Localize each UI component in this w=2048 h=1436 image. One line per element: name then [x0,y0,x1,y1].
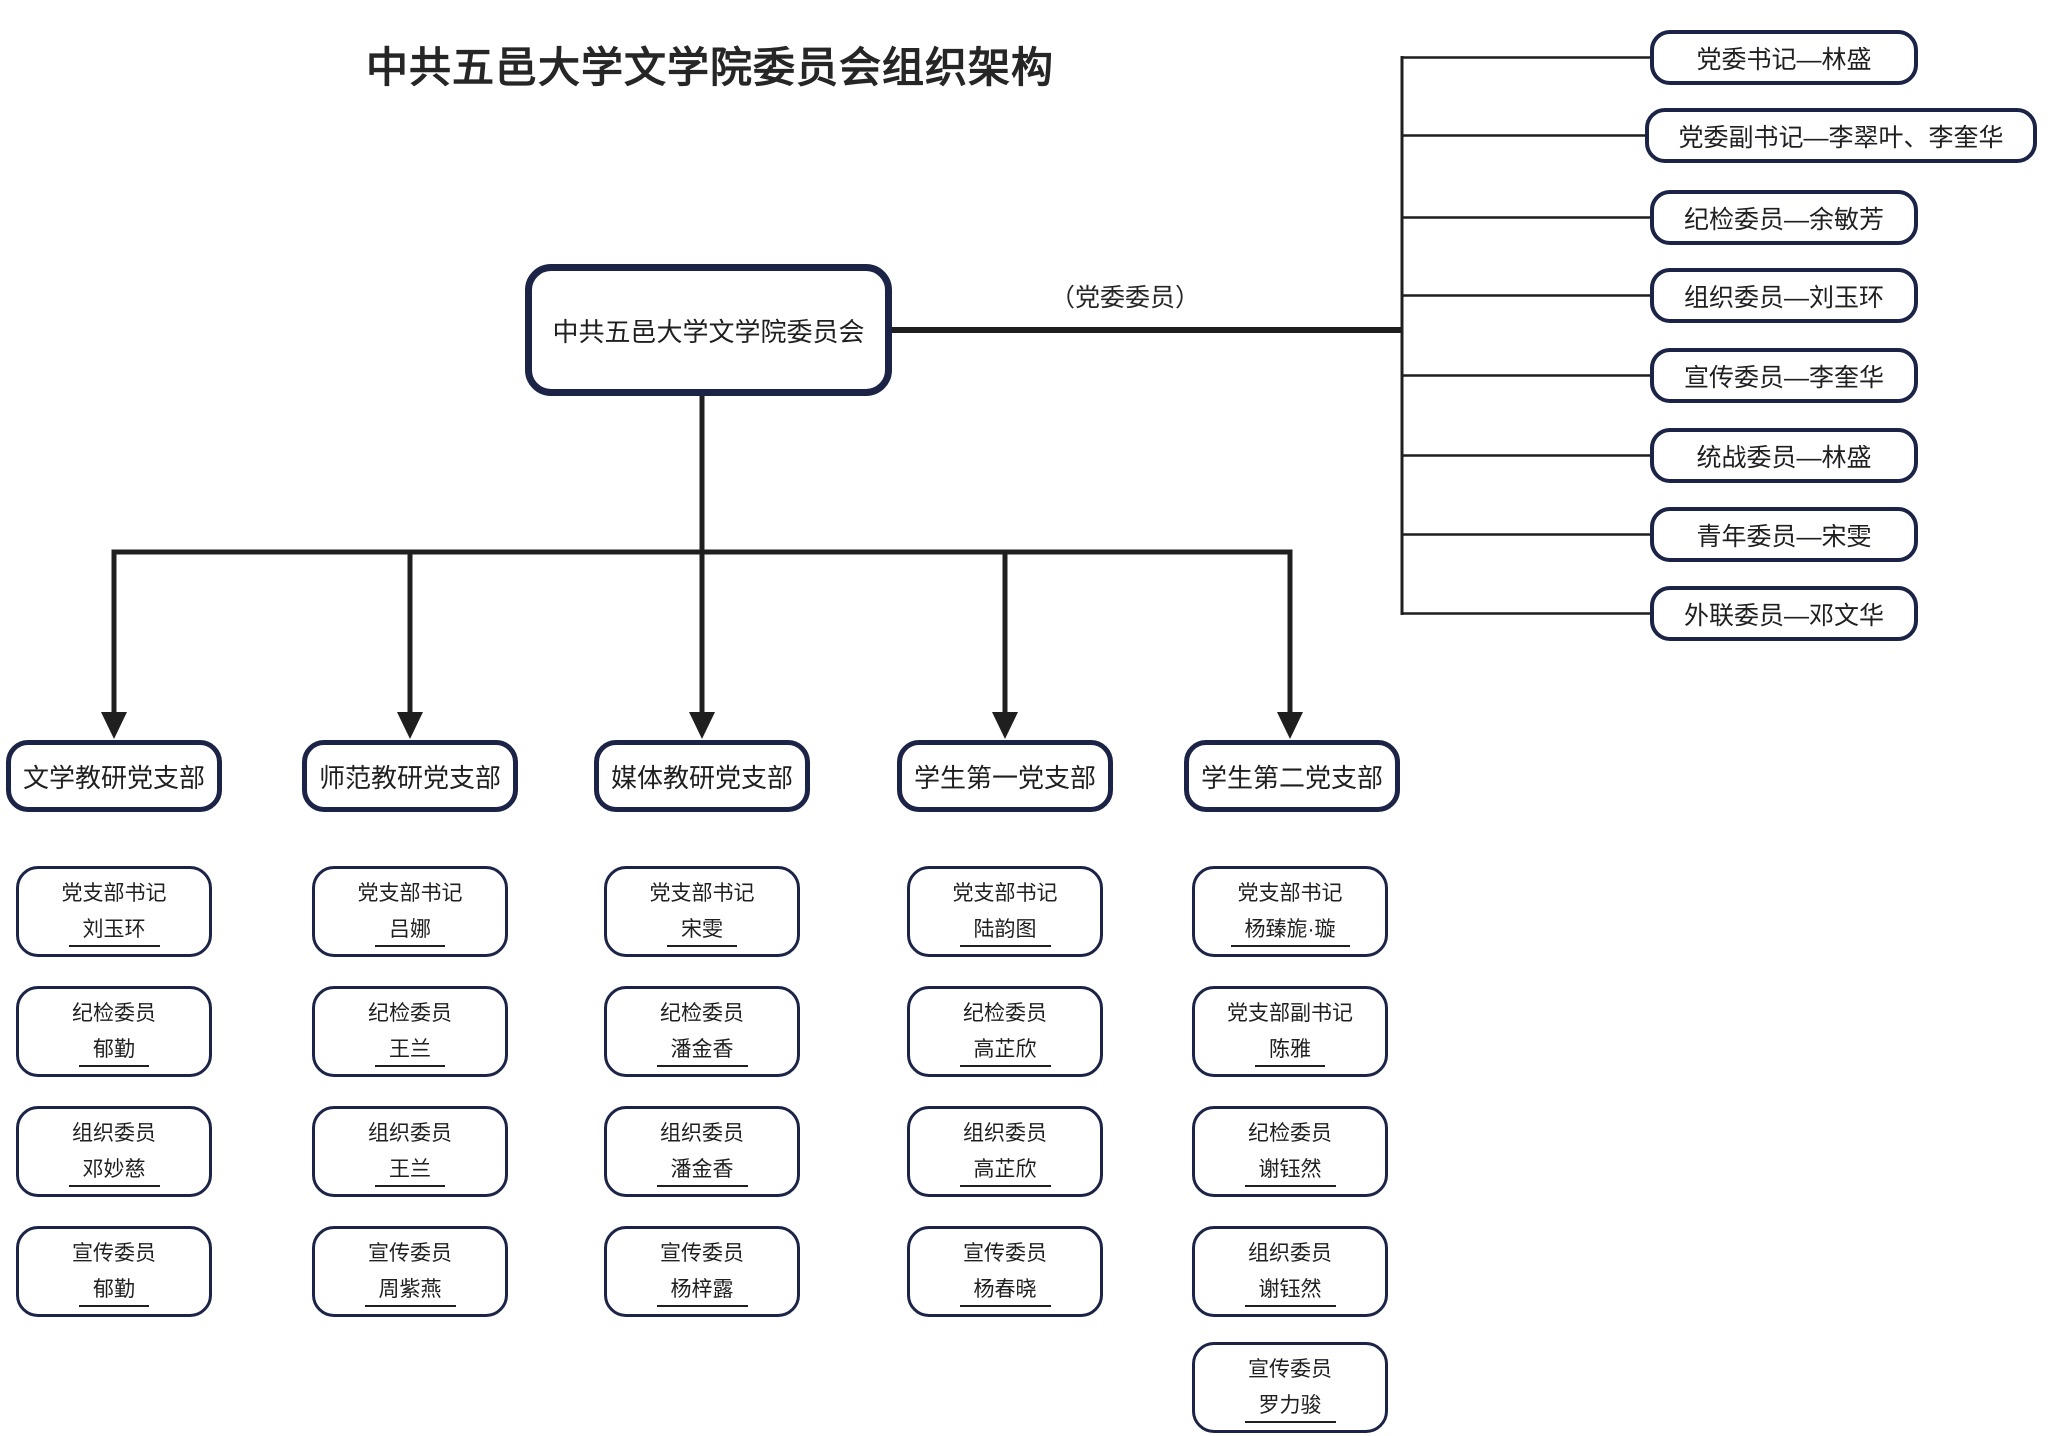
member-role: 宣传委员 [72,1241,156,1265]
member-node: 党支部书记 刘玉环 [16,866,212,957]
member-name: 高芷欣 [959,1033,1051,1067]
member-role: 党支部书记 [61,881,167,905]
member-role: 纪检委员 [660,1001,744,1025]
branch-node-label: 文学教研党支部 [22,762,205,793]
member-name: 郁勤 [79,1033,149,1067]
member-role: 党支部书记 [357,881,463,905]
member-name: 杨臻旎·璇 [1230,913,1350,947]
member-name: 宋雯 [667,913,737,947]
member-name: 高芷欣 [959,1153,1051,1187]
member-role: 宣传委员 [1248,1357,1332,1381]
committee-node-label: 外联委员—邓文华 [1683,601,1884,630]
branch-node: 文学教研党支部 [6,740,222,812]
branch-node: 师范教研党支部 [302,740,518,812]
member-node: 宣传委员 周紫燕 [312,1226,508,1317]
member-name: 郁勤 [79,1273,149,1307]
committee-node: 外联委员—邓文华 [1650,586,1918,641]
branch-node-label: 媒体教研党支部 [610,762,793,793]
member-node: 组织委员 邓妙慈 [16,1106,212,1197]
member-role: 纪检委员 [368,1001,452,1025]
branch-node-label: 学生第二党支部 [1200,762,1383,793]
member-node: 组织委员 潘金香 [604,1106,800,1197]
committee-node: 党委书记—林盛 [1650,30,1918,85]
member-name: 杨梓露 [656,1273,748,1307]
member-name: 吕娜 [375,913,445,947]
member-role: 纪检委员 [963,1001,1047,1025]
member-name: 刘玉环 [68,913,160,947]
member-node: 纪检委员 潘金香 [604,986,800,1077]
member-node: 党支部书记 杨臻旎·璇 [1192,866,1388,957]
committee-node: 组织委员—刘玉环 [1650,268,1918,323]
member-role: 组织委员 [1248,1241,1332,1265]
member-role: 党支部书记 [952,881,1058,905]
member-node: 党支部副书记 陈雅 [1192,986,1388,1077]
member-name: 潘金香 [656,1033,748,1067]
member-name: 谢钰然 [1244,1273,1336,1307]
root-node: 中共五邑大学文学院委员会 [525,264,892,396]
committee-node: 宣传委员—李奎华 [1650,348,1918,403]
committee-node: 统战委员—林盛 [1650,428,1918,483]
member-role: 组织委员 [368,1121,452,1145]
member-role: 宣传委员 [660,1241,744,1265]
member-role: 党支部书记 [649,881,755,905]
member-node: 纪检委员 谢钰然 [1192,1106,1388,1197]
member-role: 党支部书记 [1237,881,1343,905]
member-node: 党支部书记 吕娜 [312,866,508,957]
member-name: 周紫燕 [364,1273,456,1307]
committee-node-label: 青年委员—宋雯 [1696,522,1872,551]
branch-node: 学生第二党支部 [1184,740,1400,812]
committee-node-label: 党委书记—林盛 [1696,45,1872,74]
committee-node: 党委副书记—李翠叶、李奎华 [1645,108,2037,163]
member-node: 宣传委员 罗力骏 [1192,1342,1388,1433]
branch-node-label: 学生第一党支部 [913,762,1096,793]
committee-node-label: 统战委员—林盛 [1696,443,1872,472]
member-name: 罗力骏 [1244,1389,1336,1423]
member-name: 杨春晓 [959,1273,1051,1307]
branch-node: 媒体教研党支部 [594,740,810,812]
branch-arrowhead [397,712,423,739]
committee-node-label: 党委副书记—李翠叶、李奎华 [1678,123,2004,152]
member-name: 王兰 [375,1033,445,1067]
member-node: 纪检委员 王兰 [312,986,508,1077]
member-role: 组织委员 [72,1121,156,1145]
member-role: 党支部副书记 [1227,1001,1353,1025]
root-node-label: 中共五邑大学文学院委员会 [552,316,865,347]
branch-arrowhead [992,712,1018,739]
branch-arrowhead [1277,712,1303,739]
member-node: 宣传委员 杨春晓 [907,1226,1103,1317]
member-name: 陆韵图 [959,913,1051,947]
branch-arrowhead [101,712,127,739]
member-node: 组织委员 王兰 [312,1106,508,1197]
member-name: 邓妙慈 [68,1153,160,1187]
member-node: 宣传委员 郁勤 [16,1226,212,1317]
member-role: 组织委员 [963,1121,1047,1145]
committee-note: （党委委员） [1049,284,1200,312]
member-role: 纪检委员 [72,1001,156,1025]
member-name: 谢钰然 [1244,1153,1336,1187]
member-role: 宣传委员 [368,1241,452,1265]
page-title: 中共五邑大学文学院委员会组织架构 [365,44,1054,91]
member-node: 组织委员 高芷欣 [907,1106,1103,1197]
committee-node-label: 组织委员—刘玉环 [1683,283,1884,312]
committee-node-label: 宣传委员—李奎华 [1683,363,1884,392]
member-node: 纪检委员 高芷欣 [907,986,1103,1077]
member-node: 党支部书记 陆韵图 [907,866,1103,957]
committee-node: 青年委员—宋雯 [1650,507,1918,562]
member-role: 宣传委员 [963,1241,1047,1265]
member-name: 王兰 [375,1153,445,1187]
member-node: 纪检委员 郁勤 [16,986,212,1077]
committee-node: 纪检委员—余敏芳 [1650,190,1918,245]
member-name: 陈雅 [1255,1033,1325,1067]
member-node: 宣传委员 杨梓露 [604,1226,800,1317]
committee-node-label: 纪检委员—余敏芳 [1683,205,1884,234]
branch-arrowhead [689,712,715,739]
member-role: 组织委员 [660,1121,744,1145]
member-node: 组织委员 谢钰然 [1192,1226,1388,1317]
member-node: 党支部书记 宋雯 [604,866,800,957]
branch-node-label: 师范教研党支部 [318,762,501,793]
branch-node: 学生第一党支部 [897,740,1113,812]
member-role: 纪检委员 [1248,1121,1332,1145]
member-name: 潘金香 [656,1153,748,1187]
